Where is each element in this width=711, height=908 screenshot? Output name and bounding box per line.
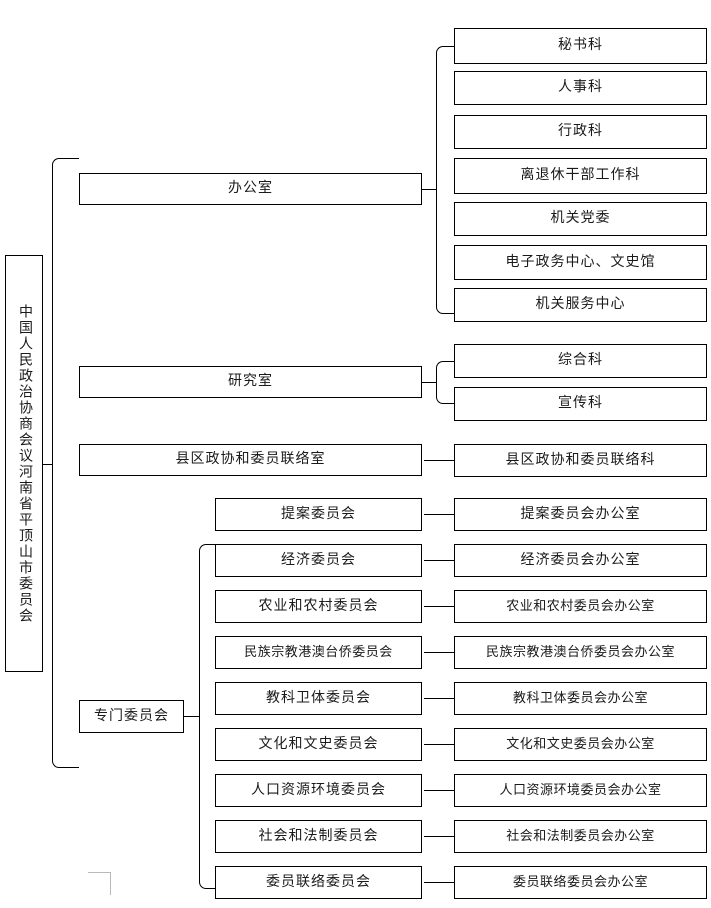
committee-office-connector — [424, 652, 454, 653]
committee-office-connector — [424, 836, 454, 837]
committee-office-label: 民族宗教港澳台侨委员会办公室 — [485, 644, 675, 660]
liaison-dept-box[interactable]: 县区政协和委员联络科 — [454, 444, 707, 477]
office-dept-box[interactable]: 机关服务中心 — [454, 288, 707, 322]
office-dept-label: 行政科 — [558, 124, 603, 140]
office-dept-box[interactable]: 秘书科 — [454, 28, 707, 64]
research-dept-label: 宣传科 — [558, 396, 603, 412]
committee-office-box[interactable]: 经济委员会办公室 — [454, 544, 707, 577]
committee-label: 经济委员会 — [281, 552, 356, 568]
liaison-connector-line — [424, 460, 454, 461]
committee-office-label: 教科卫体委员会办公室 — [512, 690, 648, 706]
liaison-dept-label: 县区政协和委员联络科 — [505, 452, 656, 468]
root-node[interactable]: 中国人民政治协商会议河南省平顶山市委员会 — [5, 255, 43, 672]
committees-connector-nub — [184, 716, 200, 717]
committee-office-label: 提案委员会办公室 — [520, 506, 641, 522]
committee-office-connector — [424, 882, 454, 883]
committee-box[interactable]: 提案委员会 — [215, 498, 422, 531]
committee-office-box[interactable]: 农业和农村委员会办公室 — [454, 590, 707, 623]
office-dept-box[interactable]: 机关党委 — [454, 202, 707, 236]
committee-box[interactable]: 人口资源环境委员会 — [215, 774, 422, 807]
committee-office-connector — [424, 698, 454, 699]
committees-bracket — [199, 544, 215, 889]
root-node-label: 中国人民政治协商会议河南省平顶山市委员会 — [17, 303, 32, 624]
root-connector-nub — [43, 464, 53, 465]
office-dept-box[interactable]: 人事科 — [454, 71, 707, 105]
committee-box[interactable]: 委员联络委员会 — [215, 866, 422, 899]
committee-office-connector — [424, 606, 454, 607]
committee-box[interactable]: 民族宗教港澳台侨委员会 — [215, 636, 422, 669]
committee-label: 民族宗教港澳台侨委员会 — [244, 644, 393, 660]
level1-node-research[interactable]: 研究室 — [79, 366, 422, 398]
office-dept-label: 人事科 — [558, 80, 603, 96]
office-dept-box[interactable]: 电子政务中心、文史馆 — [454, 245, 707, 280]
office-to-departments-bracket — [436, 46, 454, 314]
committee-label: 教科卫体委员会 — [266, 690, 371, 706]
office-connector-nub — [422, 189, 437, 190]
committee-office-box[interactable]: 委员联络委员会办公室 — [454, 866, 707, 899]
level1-node-research-label: 研究室 — [228, 374, 273, 390]
committee-office-label: 文化和文史委员会办公室 — [506, 736, 655, 752]
level1-node-liaison[interactable]: 县区政协和委员联络室 — [79, 444, 422, 476]
research-dept-box[interactable]: 综合科 — [454, 344, 707, 378]
research-connector-nub — [422, 382, 437, 383]
committee-office-connector — [424, 790, 454, 791]
committee-label: 提案委员会 — [281, 506, 356, 522]
committee-label: 农业和农村委员会 — [258, 598, 379, 614]
committee-office-label: 人口资源环境委员会办公室 — [499, 782, 662, 798]
committee-office-box[interactable]: 民族宗教港澳台侨委员会办公室 — [454, 636, 707, 669]
office-dept-label: 秘书科 — [558, 38, 603, 54]
committee-label: 委员联络委员会 — [266, 874, 371, 890]
committee-box[interactable]: 文化和文史委员会 — [215, 728, 422, 761]
level1-node-office[interactable]: 办公室 — [79, 173, 422, 205]
committee-box[interactable]: 农业和农村委员会 — [215, 590, 422, 623]
committee-office-connector — [424, 744, 454, 745]
office-dept-label: 机关服务中心 — [535, 297, 626, 313]
research-dept-box[interactable]: 宣传科 — [454, 387, 707, 421]
committee-label: 文化和文史委员会 — [258, 736, 379, 752]
level1-node-special-committees[interactable]: 专门委员会 — [79, 700, 184, 733]
level1-node-office-label: 办公室 — [228, 181, 273, 197]
committee-office-box[interactable]: 提案委员会办公室 — [454, 498, 707, 531]
level1-node-special-committees-label: 专门委员会 — [94, 708, 169, 724]
office-dept-label: 机关党委 — [550, 211, 611, 227]
committee-box[interactable]: 社会和法制委员会 — [215, 820, 422, 853]
committee-office-connector — [424, 560, 454, 561]
office-dept-box[interactable]: 行政科 — [454, 115, 707, 149]
committee-office-connector — [424, 514, 454, 515]
committee-box[interactable]: 经济委员会 — [215, 544, 422, 577]
committee-office-box[interactable]: 教科卫体委员会办公室 — [454, 682, 707, 715]
office-dept-box[interactable]: 离退休干部工作科 — [454, 158, 707, 194]
research-to-departments-bracket — [436, 361, 454, 404]
committee-office-label: 农业和农村委员会办公室 — [506, 598, 655, 614]
committee-office-box[interactable]: 社会和法制委员会办公室 — [454, 820, 707, 853]
committee-office-label: 委员联络委员会办公室 — [512, 874, 648, 890]
committee-label: 社会和法制委员会 — [258, 828, 379, 844]
committee-office-label: 经济委员会办公室 — [520, 552, 641, 568]
crop-mark — [88, 872, 112, 896]
committee-label: 人口资源环境委员会 — [251, 782, 386, 798]
root-to-level1-bracket — [52, 158, 79, 768]
committee-box[interactable]: 教科卫体委员会 — [215, 682, 422, 715]
research-dept-label: 综合科 — [558, 353, 603, 369]
office-dept-label: 离退休干部工作科 — [520, 168, 641, 184]
committee-office-box[interactable]: 人口资源环境委员会办公室 — [454, 774, 707, 807]
level1-node-liaison-label: 县区政协和委员联络室 — [175, 452, 326, 468]
committee-office-box[interactable]: 文化和文史委员会办公室 — [454, 728, 707, 761]
office-dept-label: 电子政务中心、文史馆 — [505, 254, 656, 270]
committee-office-label: 社会和法制委员会办公室 — [506, 828, 655, 844]
